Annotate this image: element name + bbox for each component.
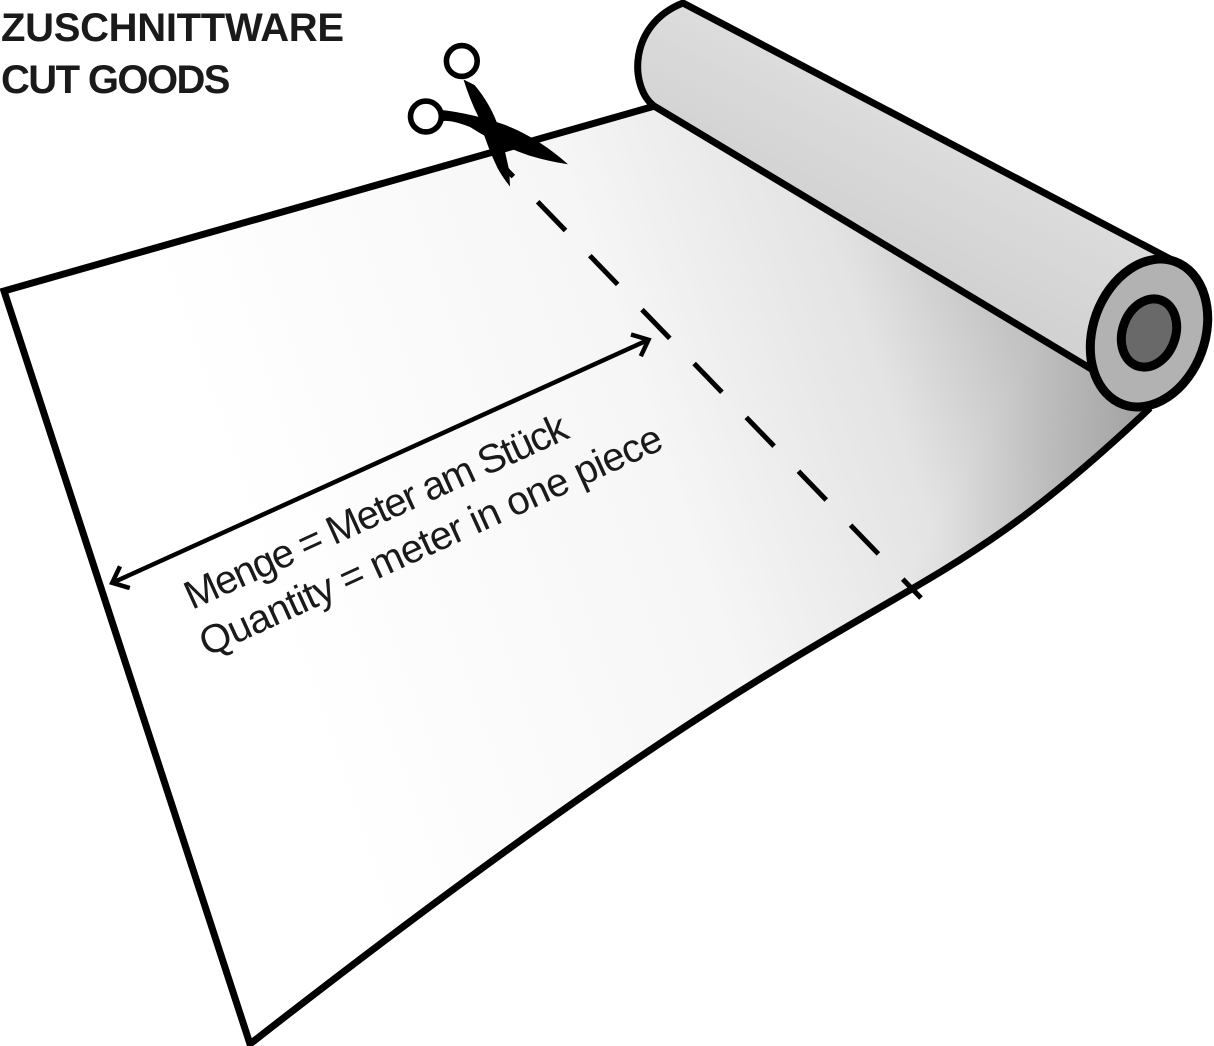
- svg-text:CUT GOODS: CUT GOODS: [1, 58, 230, 102]
- svg-text:ZUSCHNITTWARE: ZUSCHNITTWARE: [1, 6, 344, 50]
